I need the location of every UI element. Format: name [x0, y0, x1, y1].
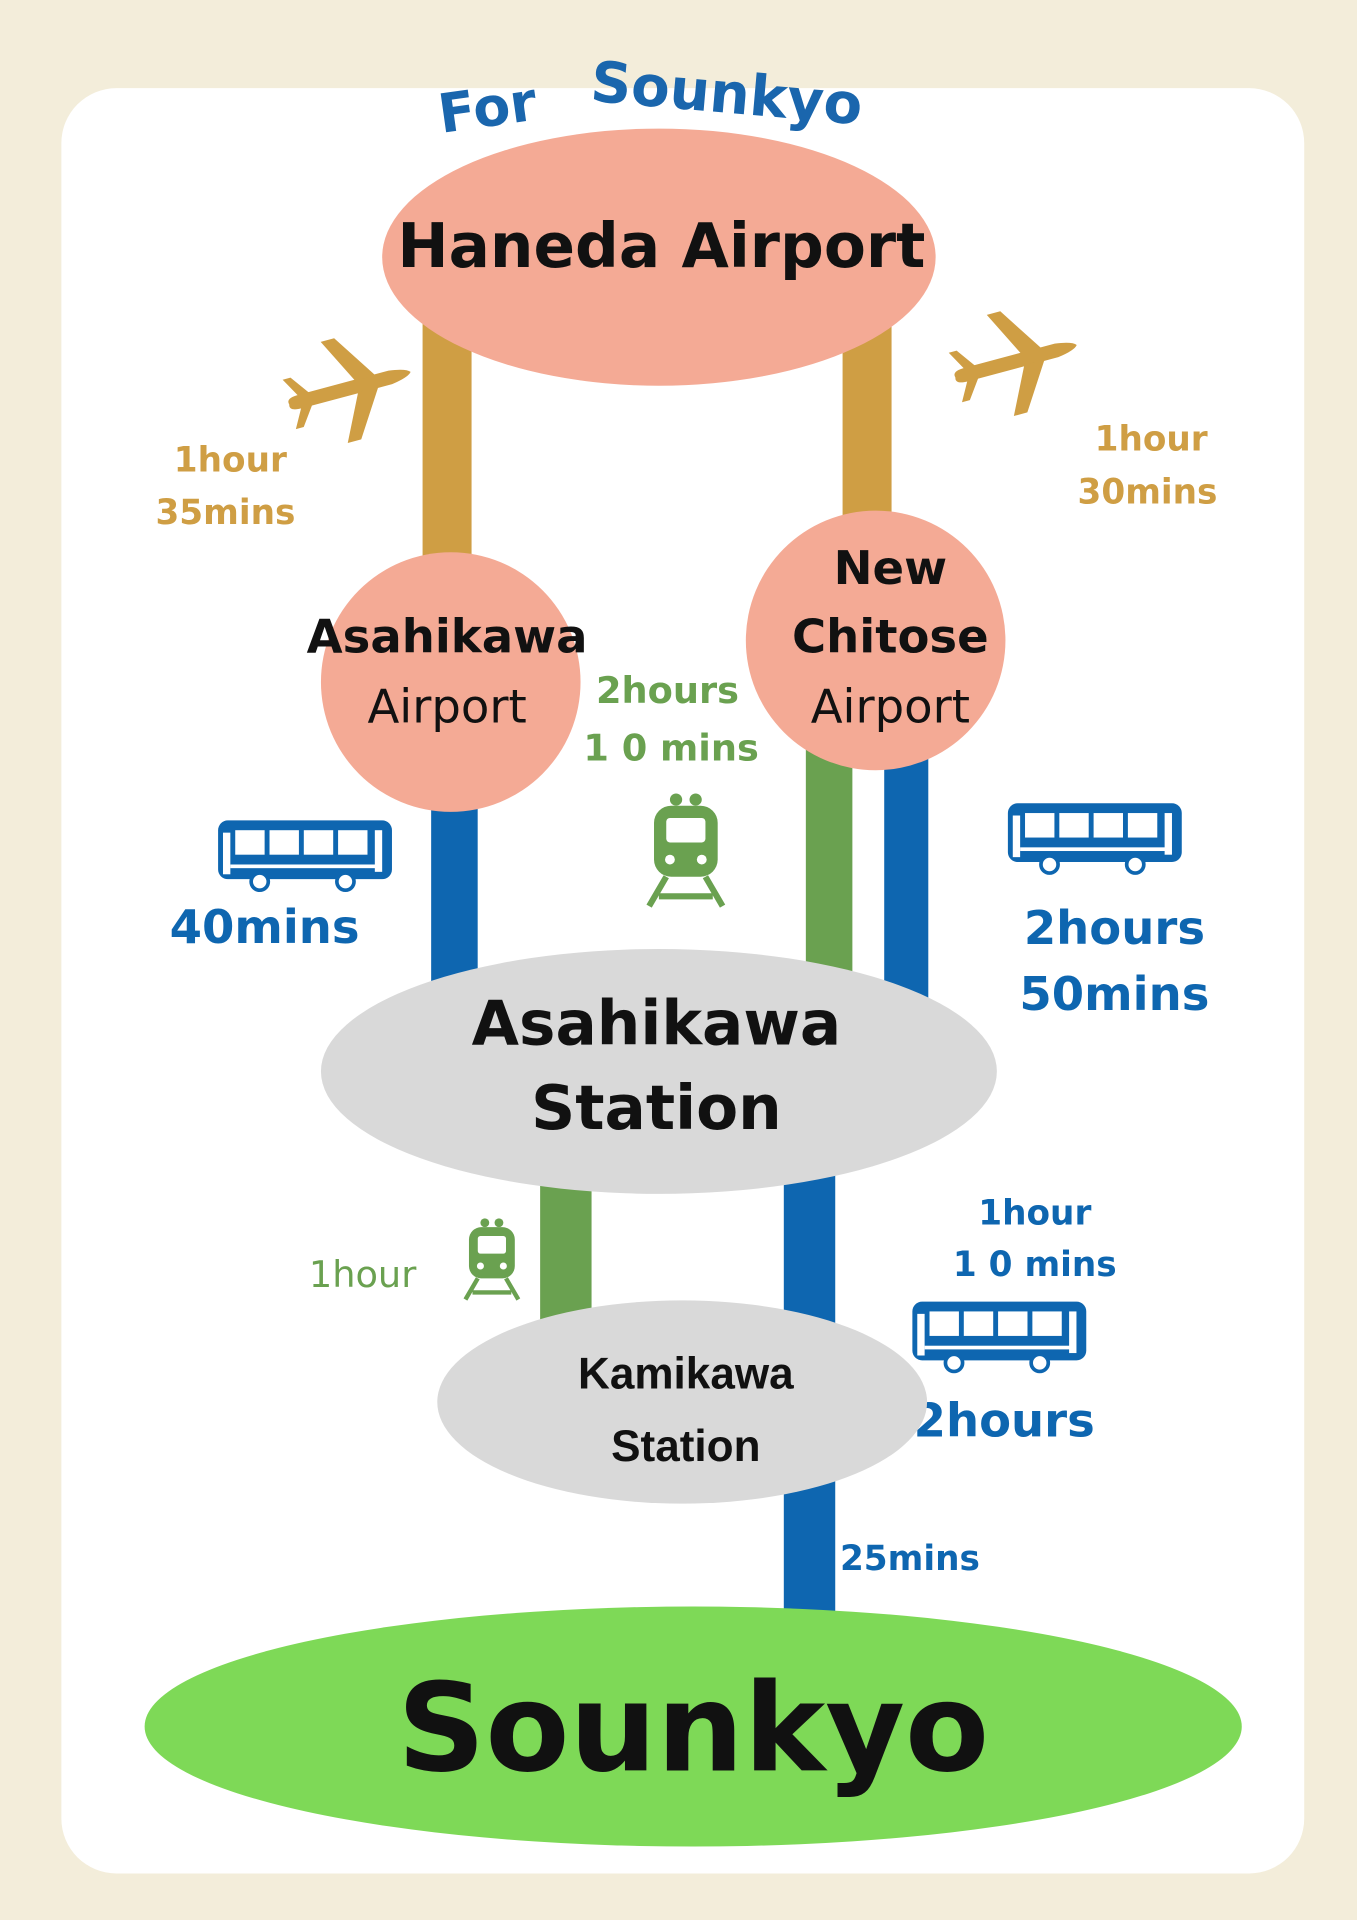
asahikawa-airport-label-2: Airport — [367, 679, 526, 733]
flight-chitose-time-2: 30mins — [1078, 472, 1218, 512]
new-chitose-label-3: Airport — [811, 679, 970, 733]
train-kamikawa-time: 1hour — [309, 1253, 417, 1296]
header-for: For — [434, 70, 540, 146]
flight-asahikawa-time-1: 1hour — [174, 440, 287, 480]
kamikawa-station-label-2: Station — [611, 1422, 760, 1471]
train-line-chitose — [805, 734, 853, 974]
bus-asahikawa-airport-time: 40mins — [170, 900, 360, 954]
train-chitose-time-1: 2hours — [596, 669, 739, 712]
kamikawa-station-node — [437, 1300, 928, 1504]
bus-station-sounkyo-time: 2hours — [914, 1393, 1095, 1447]
train-line-kamikawa — [540, 1181, 592, 1329]
bus-chitose-time-1: 2hours — [1024, 901, 1205, 955]
bus-chitose-time-2: 50mins — [1019, 967, 1209, 1021]
train-chitose-time-2: 1 0 mins — [583, 726, 759, 769]
bus-kamikawa-time-2: 1 0 mins — [953, 1245, 1117, 1285]
flight-asahikawa-time-2: 35mins — [155, 493, 295, 533]
flight-chitose-time-1: 1hour — [1095, 420, 1208, 460]
new-chitose-label-1: New — [834, 541, 947, 595]
haneda-airport-label: Haneda Airport — [397, 211, 925, 282]
asahikawa-station-label-1: Asahikawa — [472, 988, 842, 1059]
bus-line-chitose — [884, 734, 929, 998]
asahikawa-airport-node — [320, 552, 581, 812]
sounkyo-label: Sounkyo — [397, 1657, 989, 1800]
sounkyo-node — [144, 1606, 1242, 1847]
new-chitose-airport-node — [745, 510, 1006, 771]
bus-kamikawa-time-1: 1hour — [978, 1193, 1091, 1233]
flight-line-asahikawa — [422, 312, 472, 564]
bus-line-asahikawa-airport — [431, 783, 478, 986]
asahikawa-station-label-2: Station — [531, 1073, 782, 1144]
asahikawa-airport-label-1: Asahikawa — [307, 610, 588, 664]
bus-kamikawa-sounkyo-time: 25mins — [840, 1539, 980, 1579]
asahikawa-station-node — [320, 948, 997, 1194]
kamikawa-station-label-1: Kamikawa — [578, 1350, 794, 1399]
new-chitose-label-2: Chitose — [792, 610, 989, 664]
haneda-airport-node — [382, 128, 936, 386]
